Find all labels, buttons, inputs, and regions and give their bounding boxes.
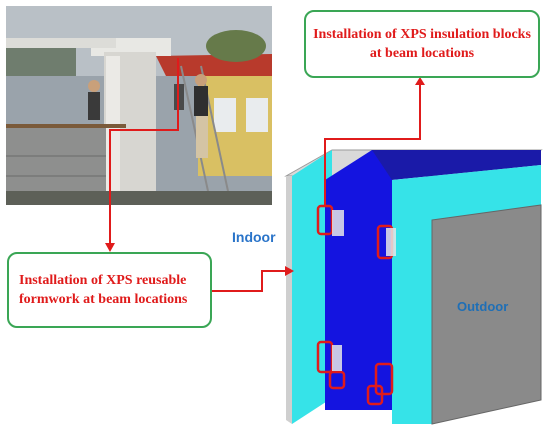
beam-block-highlight — [328, 370, 346, 390]
concrete-core — [325, 150, 420, 410]
arrowhead-right-icon — [285, 266, 294, 276]
arrowhead-down-icon — [105, 243, 115, 252]
indoor-edge-strip — [286, 176, 292, 424]
outdoor-end-panel — [431, 204, 542, 425]
concrete-core-top — [372, 150, 541, 180]
indoor-label: Indoor — [232, 229, 276, 245]
callout-reusable-formwork: Installation of XPS reusable formwork at… — [7, 252, 212, 328]
arrow-block-to-callout — [324, 82, 421, 206]
beam-block-highlight — [366, 384, 384, 406]
beam-block-highlight — [374, 362, 394, 396]
xps-panel-right — [392, 165, 541, 424]
arrow-callout-to-wall — [212, 270, 290, 292]
outdoor-label: Outdoor — [457, 299, 509, 314]
xps-panel-left — [292, 150, 332, 424]
arrowhead-up-icon — [415, 77, 425, 85]
callout-insulation-blocks: Installation of XPS insulation blocks at… — [304, 10, 540, 78]
construction-photo — [6, 6, 272, 205]
arrow-photo-to-callout — [109, 58, 179, 246]
